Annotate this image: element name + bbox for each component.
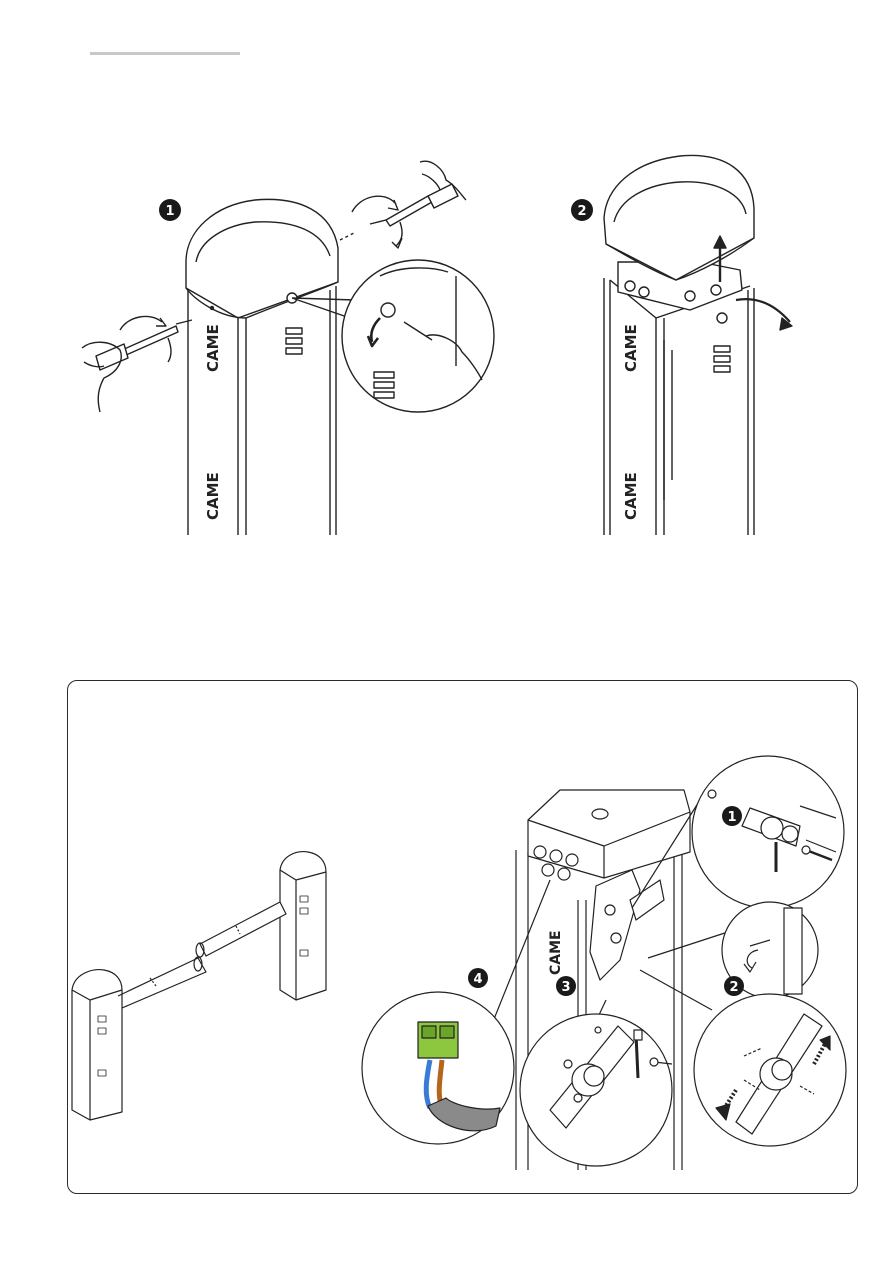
svg-text:2: 2 [577, 204, 586, 219]
brand-logo-step1-lower: CAME [204, 472, 222, 520]
brand-logo-step1-upper: CAME [204, 324, 222, 372]
step-badge-2-top: 2 [571, 199, 593, 221]
cover-removal-illustration: CAME CAME [0, 0, 893, 600]
step-badge-1-top: 1 [159, 199, 181, 221]
screwdriver-left-icon [82, 316, 192, 412]
screwdriver-right-icon [340, 161, 466, 248]
svg-text:1: 1 [165, 204, 174, 219]
brand-logo-step2-upper: CAME [622, 324, 640, 372]
assembly-panel-frame [67, 680, 858, 1194]
brand-logo-step2-lower: CAME [622, 472, 640, 520]
